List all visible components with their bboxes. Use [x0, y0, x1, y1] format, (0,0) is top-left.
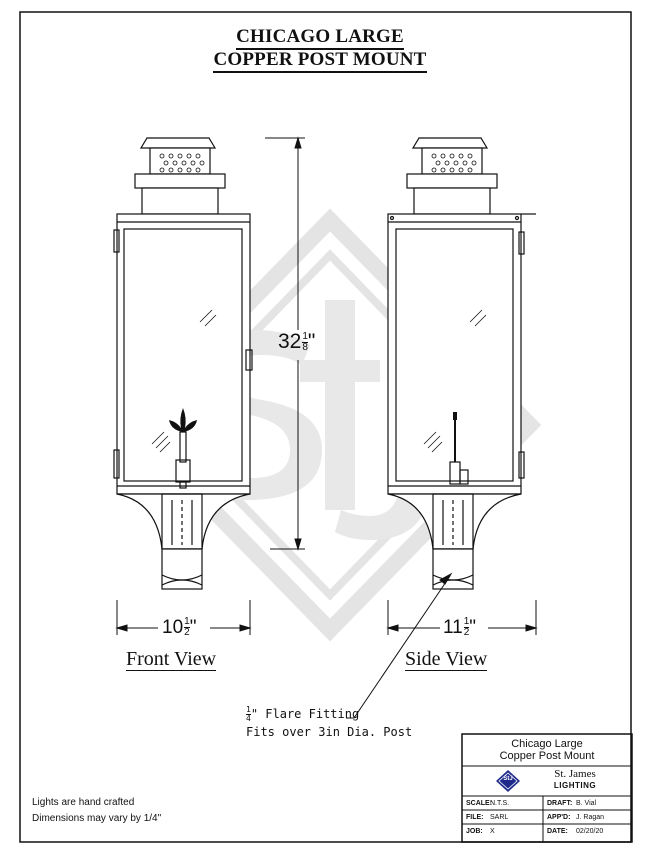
sheet-border — [19, 11, 632, 843]
front-view-label: Front View — [126, 648, 217, 671]
appd-value: J. Ragan — [576, 814, 605, 821]
scale-value: N.T.S. — [490, 800, 510, 807]
scale-label: SCALE: — [466, 800, 493, 807]
side-vent-holes — [431, 153, 477, 173]
side-view-drawing — [387, 137, 536, 590]
draft-value: B. Vial — [576, 800, 597, 807]
title-block-company: St. James LIGHTING — [553, 768, 597, 790]
draft-label: DRAFT: — [547, 800, 573, 807]
title-block-product-name: Chicago Large Copper Post Mount — [499, 738, 595, 762]
flame-icon — [169, 408, 197, 432]
file-label: FILE: — [466, 814, 484, 821]
date-label: DATE: — [547, 828, 568, 835]
company-logo-icon — [496, 770, 520, 792]
company-logo-text: StJ — [503, 776, 513, 782]
side-view-label: Side View — [405, 648, 488, 671]
height-dimension-line — [265, 136, 305, 551]
flare-fitting-callout-line2: Fits over 3in Dia. Post — [246, 725, 413, 739]
drawing-title-line1: CHICAGO LARGE — [160, 26, 480, 50]
appd-label: APP'D: — [547, 814, 571, 821]
job-label: JOB: — [466, 828, 483, 835]
date-value: 02/20/20 — [576, 828, 604, 835]
drawing-title-line2: COPPER POST MOUNT — [160, 49, 480, 73]
side-flame-icon — [453, 412, 457, 420]
job-value: X — [490, 828, 495, 835]
note-hand-crafted: Lights are hand crafted — [32, 797, 135, 808]
front-vent-holes — [159, 153, 205, 173]
front-width-dimension-line — [115, 600, 252, 635]
note-dimensions-vary: Dimensions may vary by 1/4" — [32, 813, 162, 824]
file-value: SARL — [490, 814, 509, 821]
title-block-frame — [461, 733, 633, 843]
flare-fitting-leader — [346, 572, 453, 719]
front-view-drawing — [113, 137, 253, 590]
